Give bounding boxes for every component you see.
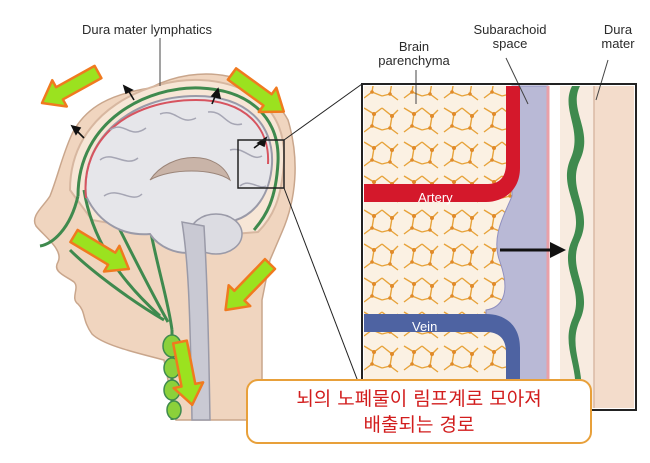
zoom-region-box xyxy=(237,139,285,189)
caption-line1: 뇌의 노폐물이 림프계로 모아져 xyxy=(296,388,542,410)
label-dura-mater-line1: Dura xyxy=(603,22,633,37)
spinal-cord xyxy=(181,221,211,421)
flow-arrow-right-top xyxy=(226,67,286,114)
caption-box: 뇌의 노폐물이 림프계로 모아져 배출되는 경로 xyxy=(246,379,592,444)
flow-arrows xyxy=(40,64,286,407)
csf-drainage-arrow-head xyxy=(550,242,566,258)
brain-folds xyxy=(99,111,267,198)
flow-arrow-down xyxy=(171,339,205,407)
flow-arrow-mid-right xyxy=(224,257,277,312)
leader-subarachnoid xyxy=(505,57,529,105)
label-artery: Artery xyxy=(418,190,453,205)
lymph-flow-small-arrows xyxy=(70,84,268,149)
label-brain-parenchyma-line2: parenchyma xyxy=(378,53,450,68)
caption-line2: 배출되는 경로 xyxy=(363,414,475,436)
label-brain-parenchyma: Brain parenchyma xyxy=(370,40,458,68)
artery-vessel xyxy=(364,86,520,202)
label-subarachnoid-line2: space xyxy=(492,36,528,51)
flow-arrow-left-top xyxy=(40,64,103,108)
brain xyxy=(84,94,274,254)
vein-vessel xyxy=(364,314,520,408)
label-dura-mater-line2: mater xyxy=(601,36,635,51)
zoom-connector-bottom xyxy=(283,187,363,393)
meningeal-artery xyxy=(84,98,270,199)
label-dura-mater: Dura mater xyxy=(590,23,646,51)
label-subarachnoid-line1: Subarachoid xyxy=(473,22,547,37)
zoomed-inset xyxy=(361,57,637,411)
label-brain-parenchyma-line1: Brain xyxy=(398,39,430,54)
dural-lymphatic-vessel xyxy=(566,86,585,408)
corpus-callosum xyxy=(149,157,231,182)
zoom-connector-top xyxy=(283,83,363,141)
label-subarachnoid-space: Subarachoid space xyxy=(462,23,558,51)
label-vein: Vein xyxy=(412,319,438,334)
label-dura-mater-lymphatics: Dura mater lymphatics xyxy=(82,22,213,37)
flow-arrow-mid-left xyxy=(69,228,131,273)
leader-dura-mater xyxy=(595,59,609,101)
